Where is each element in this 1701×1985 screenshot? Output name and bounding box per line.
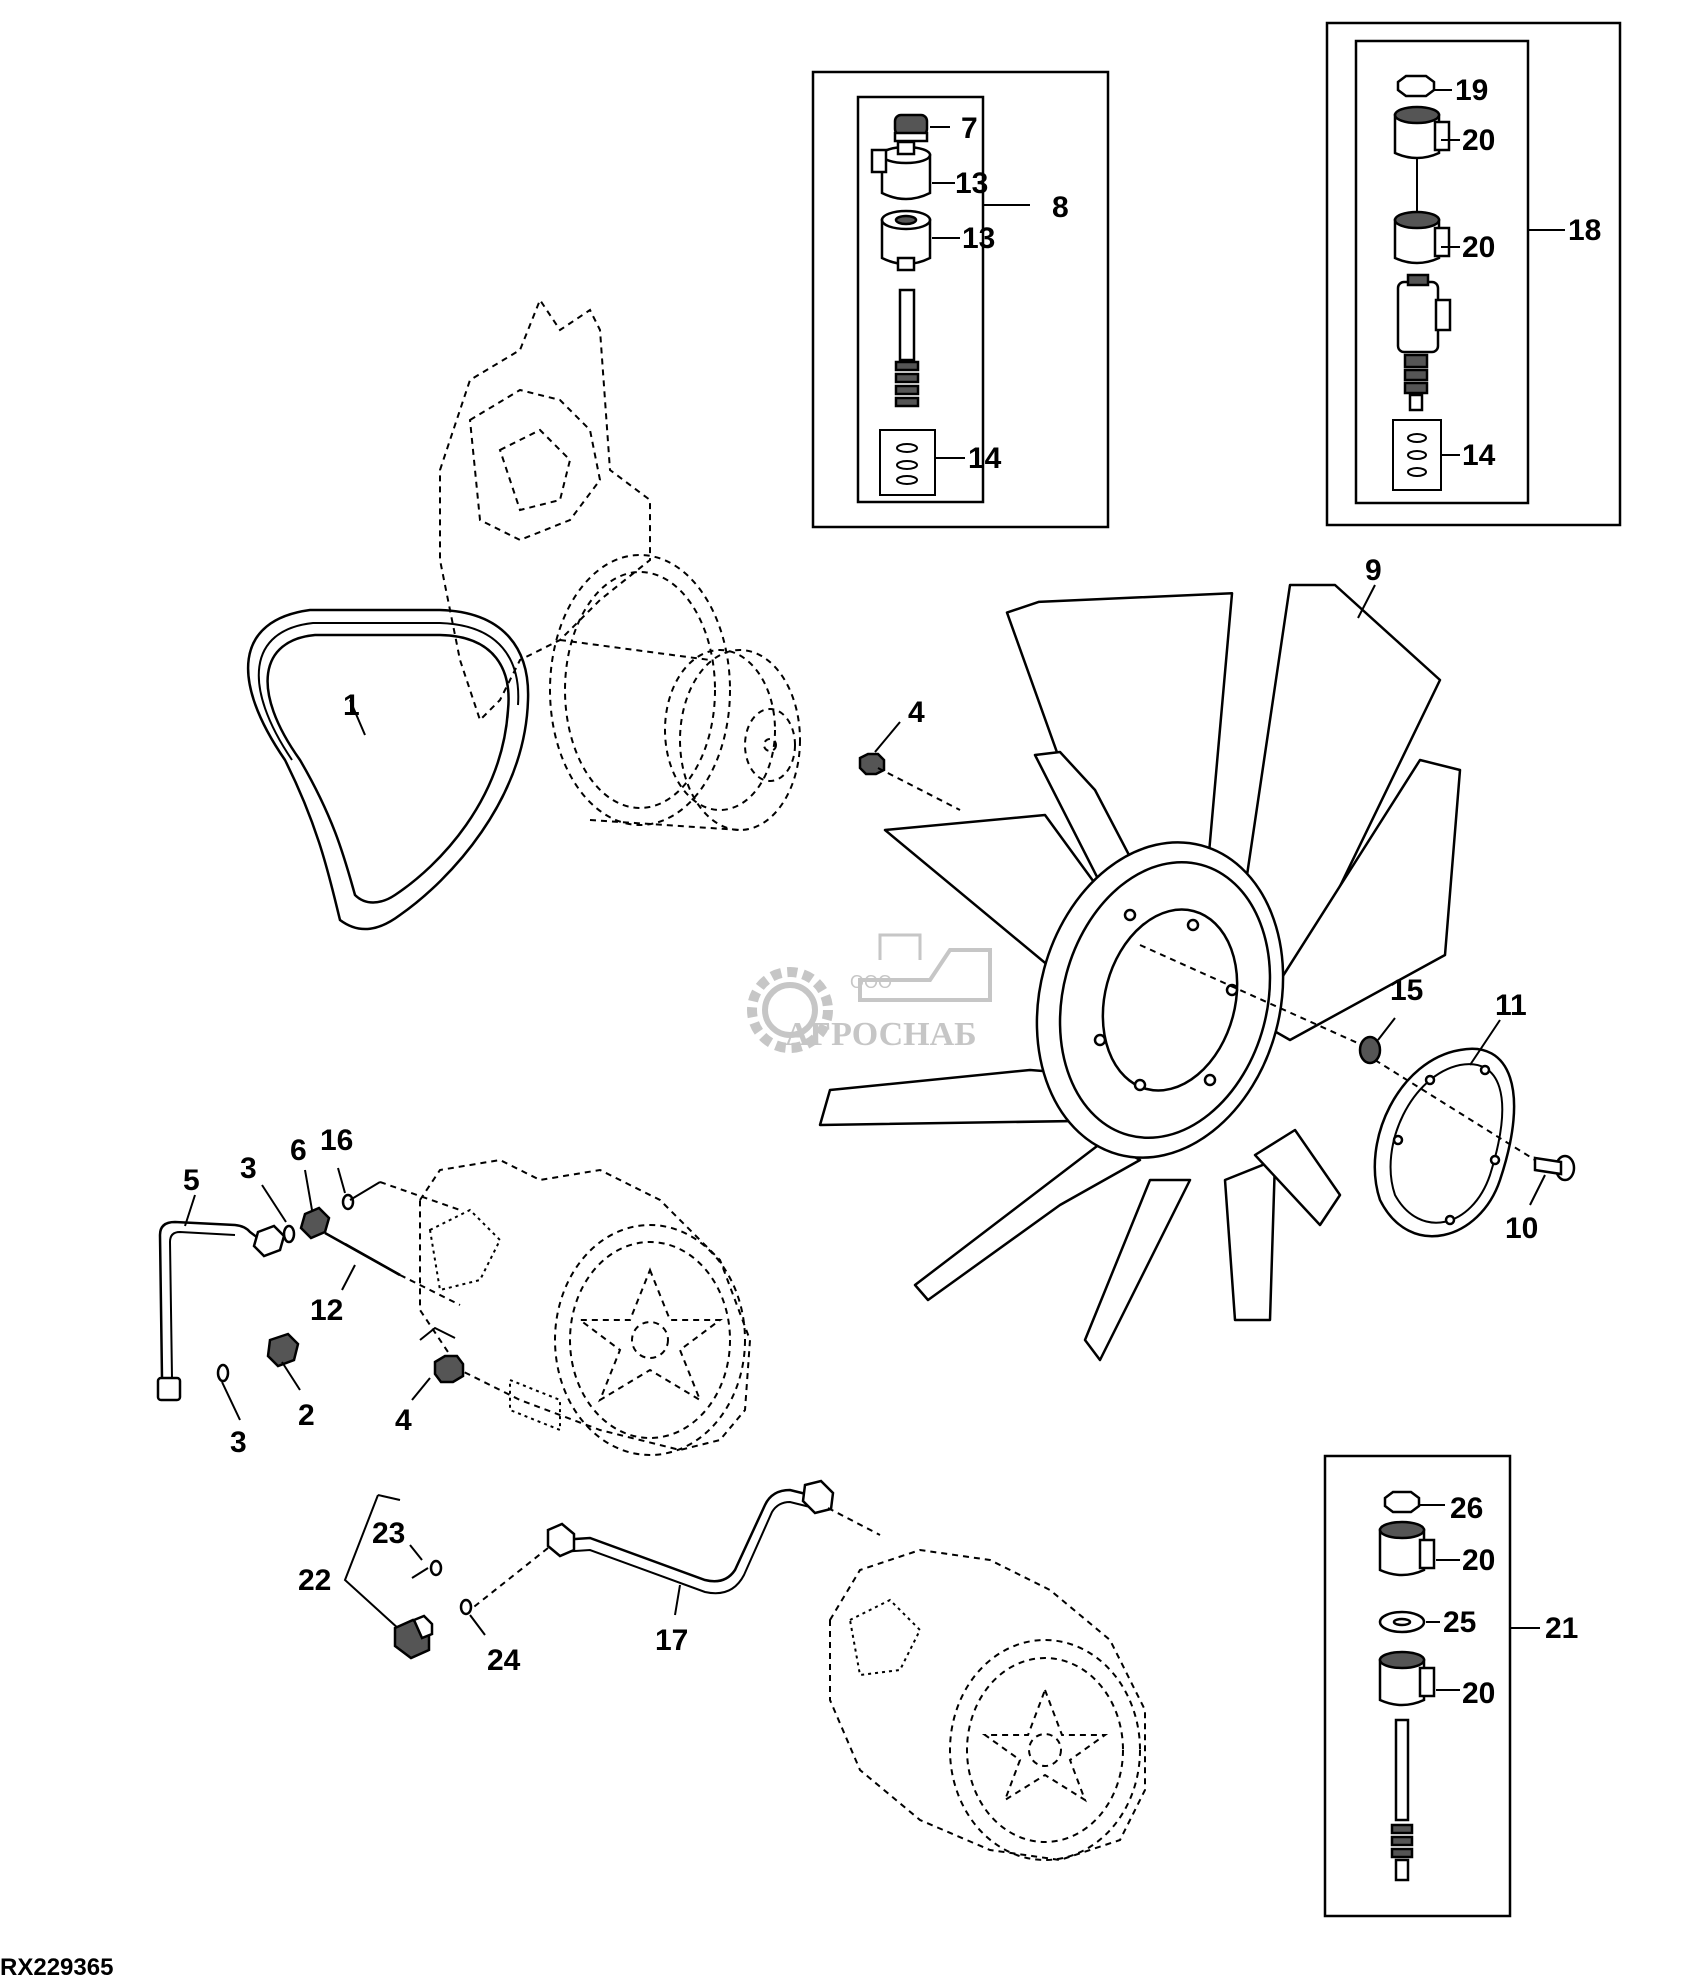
o-ring-kit-14	[879, 429, 936, 496]
callout-21: 21	[1545, 1612, 1578, 1645]
callout-23: 23	[372, 1517, 405, 1550]
callout-18: 18	[1568, 214, 1601, 247]
o-ring-kit-14-right	[1392, 419, 1442, 491]
callout-19: 19	[1455, 74, 1488, 107]
water-pump-housing	[439, 297, 801, 831]
watermark: ООО АГРОСНАБ	[747, 933, 992, 1053]
callout-9: 9	[1365, 554, 1382, 587]
callout-12: 12	[310, 1294, 343, 1327]
washer-25	[1378, 1610, 1426, 1634]
detail-box-8: 7 13 13 8 14	[811, 70, 1110, 529]
callout-13a: 13	[955, 167, 988, 200]
callout-20b: 20	[1462, 231, 1495, 264]
callout-17: 17	[655, 1624, 688, 1657]
callout-10: 10	[1505, 1212, 1538, 1245]
isolator-13-lower	[880, 209, 932, 272]
callout-14a: 14	[968, 442, 1002, 475]
o-ring-24: 24	[459, 1598, 521, 1677]
detail-box-21: 26 20 25 21 20	[1323, 1454, 1578, 1918]
nut-4-alternator: 4	[395, 1326, 465, 1437]
detail-box-18: 19 20 20 18 14	[1325, 21, 1622, 527]
isolator-13-upper	[870, 140, 932, 201]
stud-12: 12	[310, 1231, 461, 1327]
oil-line-5: 5	[156, 1164, 286, 1402]
isolator-20-lower-b	[1378, 1650, 1436, 1707]
callout-20d: 20	[1462, 1677, 1495, 1710]
callout-14b: 14	[1462, 439, 1496, 472]
ac-compressor	[829, 1548, 1146, 1862]
nut-19	[1396, 74, 1436, 98]
cap-screw-10: 10	[1374, 1059, 1576, 1245]
callout-20a: 20	[1462, 124, 1495, 157]
callout-7: 7	[961, 112, 978, 145]
washer-23: 23	[372, 1517, 443, 1579]
isolator-20-upper-b	[1378, 1520, 1436, 1577]
o-ring-16: 16	[320, 1124, 461, 1211]
gear-harvester-logo-icon	[747, 933, 992, 1053]
callout-16: 16	[320, 1124, 353, 1157]
callout-1: 1	[343, 689, 360, 722]
fan-9: 9	[818, 554, 1462, 1362]
callout-5: 5	[183, 1164, 200, 1197]
callout-26: 26	[1450, 1492, 1483, 1525]
isolator-20-lower	[1393, 210, 1451, 265]
stud	[894, 288, 920, 408]
fitting-6: 6	[290, 1134, 331, 1240]
callout-22: 22	[298, 1564, 331, 1597]
oil-line-17: 17	[469, 1479, 881, 1657]
callout-25: 25	[1443, 1606, 1476, 1639]
callout-3b: 3	[230, 1426, 247, 1459]
spacer-15: 15	[1139, 944, 1423, 1065]
isolator-20-upper	[1393, 105, 1451, 160]
callout-4b: 4	[395, 1404, 412, 1437]
callout-15: 15	[1390, 974, 1423, 1007]
watermark-name: АГРОСНАБ	[785, 1016, 977, 1053]
washer-3-lower: 3	[216, 1363, 247, 1459]
spacer-plate-11: 11	[1373, 989, 1527, 1238]
callout-6: 6	[290, 1134, 307, 1167]
callout-11: 11	[1495, 989, 1527, 1022]
callout-24: 24	[487, 1644, 521, 1677]
nut-26	[1383, 1490, 1421, 1514]
figure-id: RX229365	[0, 1954, 113, 1981]
callout-4a: 4	[908, 696, 925, 729]
belt-1: 1	[246, 608, 530, 931]
alternator	[419, 1158, 752, 1456]
nut-7	[893, 113, 929, 143]
callout-13b: 13	[962, 222, 995, 255]
callout-2: 2	[298, 1399, 315, 1432]
callout-8: 8	[1052, 191, 1069, 224]
fitting-2: 2	[266, 1332, 315, 1432]
watermark-company: ООО	[850, 972, 892, 992]
nut-4-fan: 4	[858, 696, 961, 811]
damper-body	[1396, 273, 1452, 412]
fitting-kit-22: 22	[298, 1494, 434, 1660]
callout-3a: 3	[240, 1152, 257, 1185]
washer-3-upper: 3	[240, 1152, 296, 1244]
stud-b	[1390, 1718, 1414, 1882]
callout-20c: 20	[1462, 1544, 1495, 1577]
